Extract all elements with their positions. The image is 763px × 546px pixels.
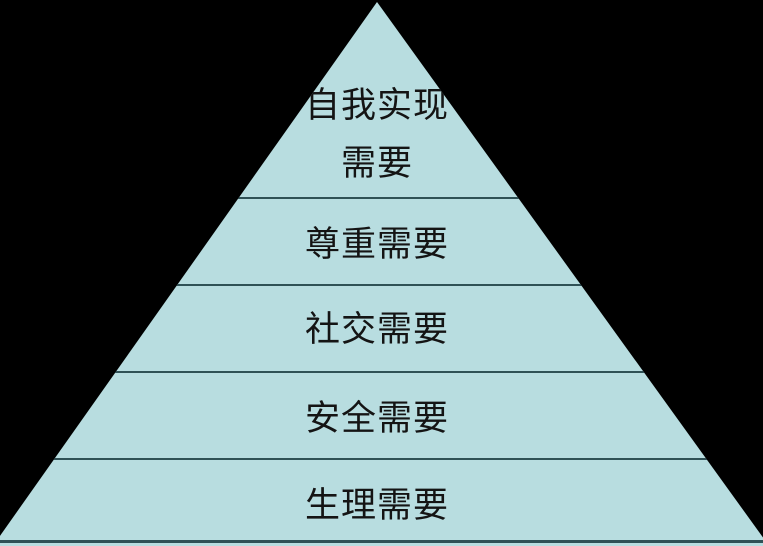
level-label-self-actualization-line1: 自我实现 — [304, 86, 449, 125]
base-line — [0, 540, 763, 543]
divider-line-2 — [0, 284, 763, 286]
level-label-safety: 安全需要 — [304, 399, 449, 438]
level-label-self-actualization-line2: 需要 — [340, 144, 413, 183]
divider-line-4 — [0, 458, 763, 460]
level-label-social: 社交需要 — [304, 310, 449, 349]
level-label-physiological: 生理需要 — [304, 486, 449, 525]
divider-line-1 — [0, 197, 763, 199]
level-label-esteem: 尊重需要 — [304, 225, 449, 264]
divider-line-3 — [0, 371, 763, 373]
